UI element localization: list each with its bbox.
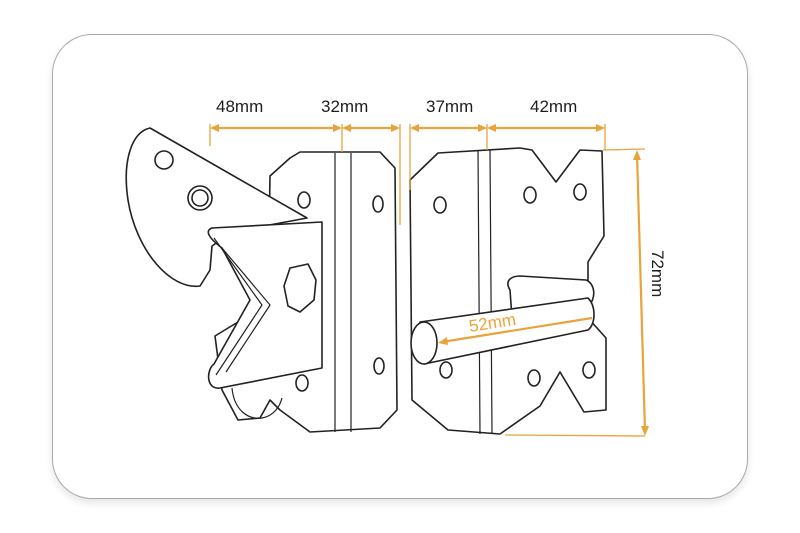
dim-label-37mm: 37mm (426, 97, 473, 116)
lever-hole-large-inner (191, 189, 209, 207)
right-strike-part (409, 147, 607, 435)
right-hole-right-bottom-2 (582, 361, 596, 379)
right-hole-right-top-2 (573, 183, 587, 201)
right-hole-right-bottom-1 (527, 369, 541, 387)
hex-nut (283, 263, 317, 313)
dim-label-72mm: 72mm (648, 250, 667, 297)
left-latch-part (125, 127, 398, 433)
dim-label-48mm: 48mm (216, 97, 263, 116)
left-plate-hole-top-right (372, 195, 384, 213)
right-hole-right-top-1 (523, 186, 537, 204)
left-fold-strip (334, 153, 352, 432)
catch-bracket (207, 221, 323, 389)
left-plate-hole-top-left (297, 191, 311, 209)
right-hole-left-bottom (439, 361, 453, 379)
latch-pin-end-cap (410, 321, 438, 365)
lower-roller (231, 387, 283, 419)
right-hole-left-top (433, 196, 447, 214)
dim-label-42mm: 42mm (530, 97, 577, 116)
left-plate-hole-bottom-right (373, 357, 385, 375)
right-strike-plate (409, 147, 607, 435)
lever-arm (125, 127, 308, 287)
dimension-lines (209, 124, 649, 437)
spring-catch-v (213, 237, 271, 376)
right-fold-strip (477, 149, 493, 435)
dim-label-32mm: 32mm (321, 97, 368, 116)
lever-hole-small (154, 150, 174, 170)
left-plate-hole-bottom-left (295, 374, 309, 392)
